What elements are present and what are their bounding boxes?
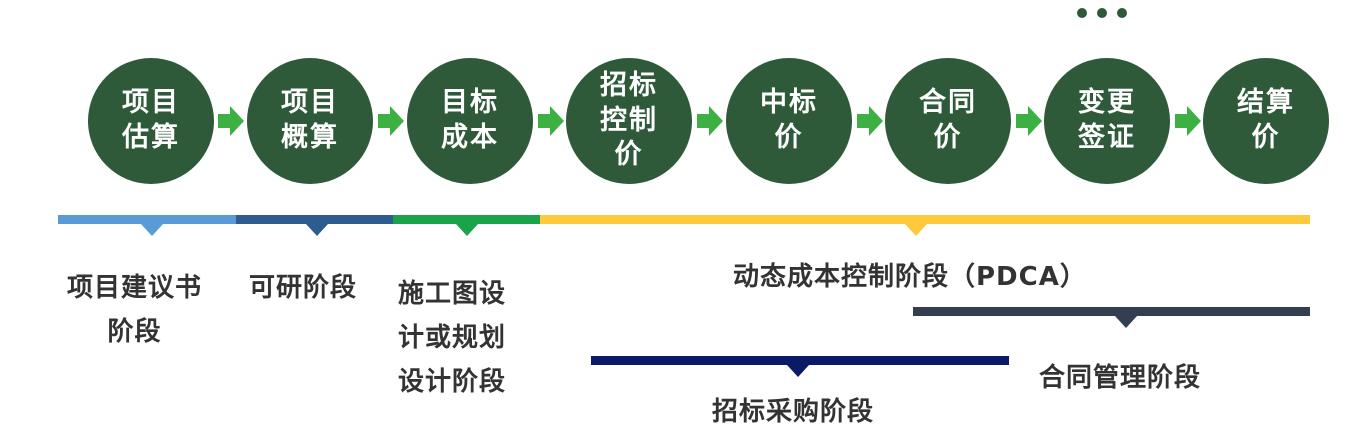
step-label: 目标 成本	[441, 87, 499, 153]
step-contract-price: 合同 价	[885, 58, 1011, 184]
phase-label-feasibility: 可研阶段	[249, 273, 358, 303]
phase-label-procurement: 招标采购阶段	[712, 397, 875, 427]
phase-label-design: 施工图设 计或规划 设计阶段	[398, 279, 507, 397]
step-target-cost: 目标 成本	[407, 58, 533, 184]
step-settlement-price: 结算 价	[1203, 58, 1329, 184]
ellipsis-icon	[1077, 8, 1127, 18]
phase-label-proposal: 项目建议书 阶段	[67, 273, 203, 347]
arrow-right-icon	[1175, 106, 1201, 136]
phase-bar-design	[393, 215, 540, 224]
phase-label-contract: 合同管理阶段	[1039, 363, 1202, 393]
phase-bar-dynamic-cost	[540, 215, 1310, 224]
step-label: 项目 估算	[122, 87, 180, 153]
step-label: 中标 价	[760, 87, 818, 153]
phase-bar-feasibility	[236, 215, 393, 224]
step-label: 合同 价	[919, 87, 977, 153]
step-label: 项目 概算	[281, 87, 339, 153]
step-preliminary-estimate: 项目 概算	[247, 58, 373, 184]
step-label: 招标 控制 价	[600, 70, 658, 171]
step-change-visa: 变更 签证	[1044, 58, 1170, 184]
arrow-right-icon	[1016, 106, 1042, 136]
phase-marker-contract	[1115, 316, 1137, 328]
arrow-right-icon	[378, 106, 404, 136]
phase-bar-proposal	[58, 215, 236, 224]
phase-marker-proposal	[141, 224, 163, 236]
step-label: 变更 签证	[1078, 87, 1136, 153]
phase-marker-feasibility	[306, 224, 328, 236]
step-label: 结算 价	[1237, 87, 1295, 153]
arrow-right-icon	[218, 106, 244, 136]
phase-bar-contract	[913, 307, 1310, 316]
step-winning-bid-price: 中标 价	[726, 58, 852, 184]
phase-bar-procurement	[591, 356, 1009, 365]
phase-label-dynamic-cost: 动态成本控制阶段（PDCA）	[733, 262, 1087, 292]
phase-marker-design	[456, 224, 478, 236]
arrow-right-icon	[538, 106, 564, 136]
step-bid-control-price: 招标 控制 价	[566, 58, 692, 184]
phase-marker-dynamic-cost	[905, 224, 927, 236]
step-project-estimate: 项目 估算	[88, 58, 214, 184]
phase-marker-procurement	[787, 365, 809, 377]
arrow-right-icon	[857, 106, 883, 136]
arrow-right-icon	[697, 106, 723, 136]
